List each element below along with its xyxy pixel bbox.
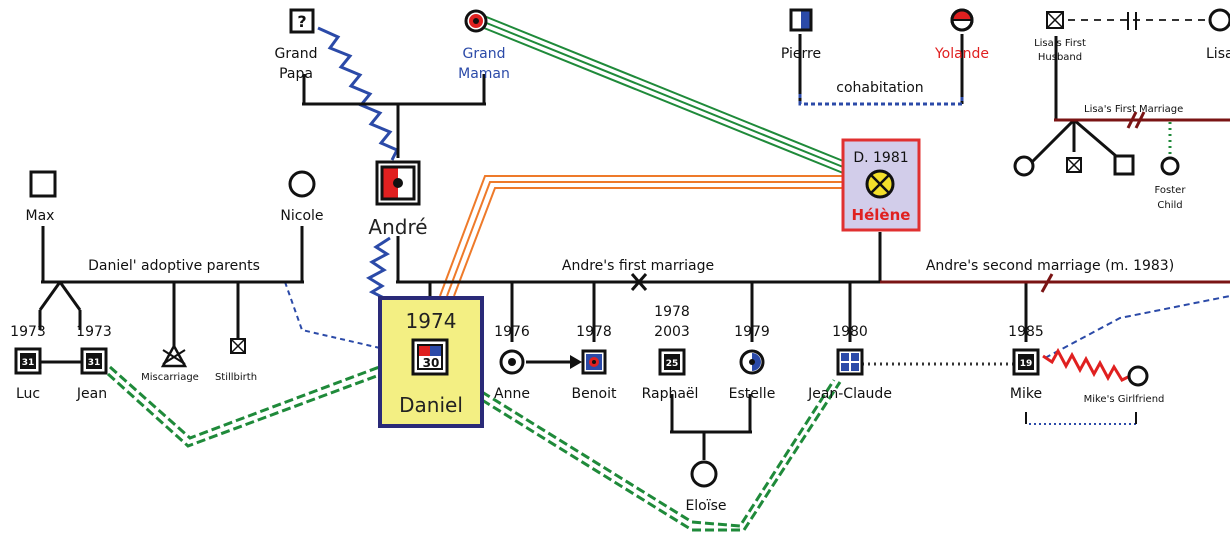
andre-daniel-zigzag bbox=[365, 236, 391, 300]
luc-year: 1973 bbox=[10, 324, 46, 340]
foster-child-symbol[interactable] bbox=[1160, 156, 1180, 176]
second-marriage-label: Andre's second marriage (m. 1983) bbox=[926, 258, 1174, 274]
mike-symbol[interactable]: 19 bbox=[1012, 348, 1040, 376]
lisa-symbol[interactable] bbox=[1208, 8, 1230, 32]
raphael-label: Raphaël bbox=[642, 386, 699, 402]
lisa-child-daughter[interactable] bbox=[1013, 155, 1035, 177]
benoit-symbol[interactable] bbox=[581, 349, 607, 375]
daniel-helene-link bbox=[439, 175, 845, 297]
jean-daniel-link bbox=[106, 364, 383, 448]
lisa-label: Lisa bbox=[1206, 46, 1230, 62]
grandmaman-symbol[interactable] bbox=[464, 9, 488, 33]
jean-year: 1973 bbox=[76, 324, 112, 340]
daniel-box[interactable]: 30 bbox=[378, 296, 484, 428]
lisa-child-deceased[interactable] bbox=[1066, 157, 1082, 173]
miscarriage-symbol[interactable] bbox=[160, 343, 188, 368]
jeanclaude-year: 1980 bbox=[832, 324, 868, 340]
jeanclaude-symbol[interactable] bbox=[836, 348, 864, 376]
andre-symbol[interactable] bbox=[375, 160, 421, 206]
mike-offscreen-dashed bbox=[1044, 295, 1230, 359]
helene-box[interactable] bbox=[841, 138, 921, 232]
luc-age: 31 bbox=[22, 358, 35, 368]
jean-age: 31 bbox=[88, 358, 101, 368]
andre-label: André bbox=[368, 215, 427, 239]
foster-child-label-2: Child bbox=[1157, 200, 1182, 211]
yolande-label: Yolande bbox=[934, 46, 989, 62]
lisa-marriage-label: Lisa's First Marriage bbox=[1084, 104, 1183, 115]
unknown-icon: ? bbox=[297, 12, 306, 31]
max-label: Max bbox=[26, 208, 55, 224]
cohabitation-line bbox=[798, 94, 964, 106]
grandpapa-andre-zigzag bbox=[317, 26, 400, 161]
lisa-first-husband-label-1: Lisa's First bbox=[1034, 38, 1086, 49]
grandmaman-helene-link bbox=[483, 15, 859, 180]
second-marriage-line bbox=[880, 273, 1230, 293]
raphael-age: 25 bbox=[666, 359, 679, 369]
daniel-year: 1974 bbox=[406, 309, 457, 333]
mikes-girlfriend-symbol[interactable] bbox=[1127, 365, 1149, 387]
lisa-first-husband-label-2: Husband bbox=[1038, 52, 1082, 63]
nicole-symbol[interactable] bbox=[288, 170, 316, 198]
raphael-symbol[interactable]: 25 bbox=[658, 348, 686, 376]
estelle-label: Estelle bbox=[729, 386, 776, 402]
anne-symbol[interactable] bbox=[499, 349, 525, 375]
pierre-label: Pierre bbox=[781, 46, 821, 62]
stillbirth-symbol[interactable] bbox=[230, 338, 246, 354]
grandpapa-symbol[interactable]: ? bbox=[289, 8, 315, 34]
lisa-marriage-line bbox=[1054, 111, 1230, 129]
family-lines bbox=[30, 34, 1117, 460]
mike-age: 19 bbox=[1020, 359, 1033, 369]
grandpapa-label-2: Papa bbox=[279, 66, 313, 82]
luc-symbol[interactable]: 31 bbox=[14, 347, 42, 375]
max-symbol[interactable] bbox=[29, 170, 57, 198]
mikes-girlfriend-label: Mike's Girlfriend bbox=[1084, 394, 1165, 405]
lisa-child-son[interactable] bbox=[1113, 154, 1135, 176]
emotional-lines bbox=[106, 15, 1230, 532]
eloise-symbol[interactable] bbox=[690, 460, 718, 488]
estelle-year: 1979 bbox=[734, 324, 770, 340]
separation-mark bbox=[1127, 12, 1137, 30]
anne-label: Anne bbox=[494, 386, 530, 402]
divorce-mark bbox=[630, 273, 648, 291]
mike-girlfriend-zigzag bbox=[1042, 347, 1131, 382]
estelle-symbol[interactable] bbox=[739, 349, 765, 375]
foster-child-label-1: Foster bbox=[1155, 185, 1187, 196]
anne-benoit-arrow bbox=[526, 355, 582, 369]
raphael-year: 2003 bbox=[654, 324, 690, 340]
jeanclaude-label: Jean-Claude bbox=[807, 386, 892, 402]
helene-death-label: D. 1981 bbox=[853, 150, 908, 166]
daniel-jeanclaude-link bbox=[481, 379, 842, 532]
anne-year: 1976 bbox=[494, 324, 530, 340]
yolande-symbol[interactable] bbox=[950, 8, 974, 32]
divorce-year: 1978 bbox=[654, 304, 690, 320]
grandpapa-label-1: Grand bbox=[275, 46, 318, 62]
eloise-label: Eloïse bbox=[685, 498, 726, 514]
benoit-label: Benoit bbox=[571, 386, 617, 402]
nicole-daniel-dashed bbox=[284, 281, 381, 349]
nicole-label: Nicole bbox=[280, 208, 323, 224]
daniel-age: 30 bbox=[423, 356, 440, 370]
mike-bracket bbox=[1025, 412, 1137, 425]
helene-label: Hélène bbox=[852, 206, 911, 224]
jean-symbol[interactable]: 31 bbox=[80, 347, 108, 375]
adoptive-parents-label: Daniel' adoptive parents bbox=[88, 258, 260, 274]
jean-label: Jean bbox=[76, 386, 107, 402]
cohabitation-label: cohabitation bbox=[836, 80, 923, 96]
daniel-label: Daniel bbox=[399, 393, 463, 417]
miscarriage-label: Miscarriage bbox=[141, 372, 199, 383]
first-marriage-label: Andre's first marriage bbox=[562, 258, 714, 274]
pierre-symbol[interactable] bbox=[789, 8, 813, 32]
luc-label: Luc bbox=[16, 386, 40, 402]
grandmaman-label-2: Maman bbox=[458, 66, 510, 82]
mike-year: 1985 bbox=[1008, 324, 1044, 340]
benoit-year: 1978 bbox=[576, 324, 612, 340]
lisa-first-husband-symbol[interactable] bbox=[1046, 11, 1064, 29]
mike-label: Mike bbox=[1010, 386, 1042, 402]
stillbirth-label: Stillbirth bbox=[215, 372, 257, 383]
grandmaman-label-1: Grand bbox=[463, 46, 506, 62]
